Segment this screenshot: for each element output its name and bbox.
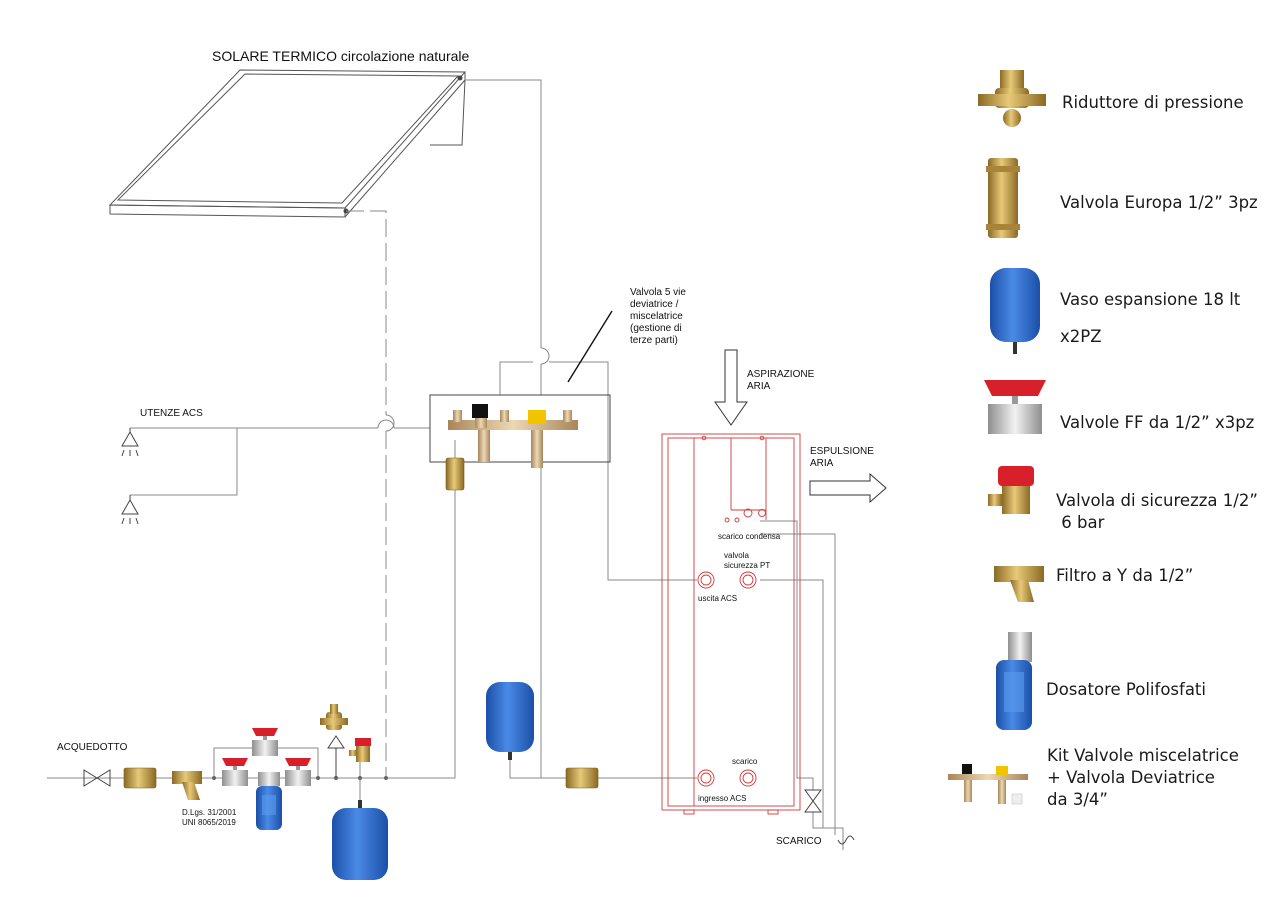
legend-item-expansion-vessel-qty: x2PZ: [1060, 326, 1102, 348]
valvola-pt-line: sicurezza PT: [724, 561, 771, 570]
check-valve-icon: [123, 767, 157, 789]
y-filter-icon: [994, 566, 1044, 602]
aspirazione-label: ASPIRAZIONE ARIA: [747, 369, 814, 393]
valve5-label-line: miscelatrice: [630, 311, 683, 322]
expansion-vessel-icon: [990, 268, 1040, 354]
pressure-reducer-icon: [320, 704, 348, 730]
safety-valve-icon: [349, 738, 371, 762]
shower-head-icon: [121, 428, 139, 457]
ball-valve-icon: [984, 380, 1046, 434]
legend-item-pressure-reducer: Riduttore di pressione: [1062, 92, 1244, 114]
valve-kit-icon: [948, 764, 1028, 805]
shower-head-icon: [121, 495, 139, 525]
polyphosphate-dosing-icon: [256, 772, 282, 830]
expansion-vessel-icon: [486, 682, 534, 760]
valve5-label-line: (gestione di: [630, 323, 682, 334]
legend-item-check-valve: Valvola Europa 1/2” 3pz: [1060, 192, 1258, 214]
legend-label: + Valvola Deviatrice: [1047, 768, 1215, 787]
scarico-main-label: SCARICO: [776, 836, 822, 847]
legend-label: Kit Valvole miscelatrice: [1047, 746, 1239, 765]
valve5-label: Valvola 5 vie deviatrice / miscelatrice …: [630, 287, 686, 347]
valve5-label-line: terze parti): [630, 335, 678, 346]
valve5-label-line: Valvola 5 vie: [630, 287, 686, 298]
solar-collector: [108, 69, 467, 218]
pipes: [47, 79, 844, 850]
legend-label: Valvola Europa 1/2” 3pz: [1060, 193, 1258, 212]
collector-fitting-icon: [457, 75, 463, 81]
scarico-condensa-label: scarico condensa: [718, 532, 781, 541]
legend-item-y-filter: Filtro a Y da 1/2”: [1056, 565, 1193, 587]
polyphosphate-dosing-icon: [996, 632, 1032, 730]
valve5-label-line: deviatrice /: [630, 299, 679, 310]
safety-valve-icon: [988, 466, 1034, 514]
espulsione-label: ESPULSIONE ARIA: [810, 446, 874, 470]
y-filter-icon: [172, 771, 202, 800]
ball-valve-icon: [285, 758, 311, 786]
valve-box: [429, 394, 611, 463]
espulsione-line: ARIA: [810, 458, 834, 469]
legend-label: Vaso espansione 18 lt: [1060, 290, 1241, 309]
diagram-title: SOLARE TERMICO circolazione naturale: [212, 48, 469, 64]
drain-trap-icon: [837, 835, 855, 845]
utenze-label: UTENZE ACS: [140, 408, 203, 419]
legend-label: Riduttore di pressione: [1062, 93, 1244, 112]
legend-label: 6 bar: [1056, 513, 1105, 532]
aspirazione-line: ARIA: [747, 381, 771, 392]
check-valve-icon: [445, 457, 465, 491]
leader-line: [567, 310, 613, 383]
legend-label: Valvola di sicurezza 1/2”: [1056, 491, 1258, 510]
check-valve-icon: [565, 767, 599, 789]
heat-pump-water-heater: [661, 433, 801, 815]
aspirazione-line: ASPIRAZIONE: [747, 369, 815, 380]
legend-label: Valvole FF da 1/2” x3pz: [1060, 413, 1255, 432]
legend-item-ball-valve: Valvole FF da 1/2” x3pz: [1060, 412, 1254, 434]
legend-label: Filtro a Y da 1/2”: [1056, 566, 1194, 585]
norme-line: UNI 8065/2019: [182, 818, 236, 827]
drain-valve-icon: [804, 789, 822, 813]
pressure-reducer-icon: [978, 70, 1046, 127]
acquedotto-label: ACQUEDOTTO: [57, 742, 128, 753]
norme-label: D.Lgs. 31/2001 UNI 8065/2019: [182, 808, 236, 828]
gate-valve-icon: [83, 769, 111, 787]
espulsione-line: ESPULSIONE: [810, 446, 874, 457]
ingresso-acs-label: ingresso ACS: [698, 794, 747, 803]
legend-item-safety-valve: Valvola di sicurezza 1/2” 6 bar: [1056, 490, 1258, 534]
expansion-vessel-icon: [332, 800, 388, 880]
legend-label: da 3/4”: [1047, 790, 1108, 809]
check-valve-icon: [986, 158, 1020, 238]
legend-label: Dosatore Polifosfati: [1046, 680, 1206, 699]
scarico-small-label: scarico: [732, 757, 758, 766]
air-exhaust-arrow-icon: [809, 472, 887, 504]
title-bold: SOLARE TERMICO: [212, 48, 337, 64]
legend-label: x2PZ: [1060, 327, 1102, 346]
uscita-acs-label: uscita ACS: [698, 594, 738, 603]
legend-item-dosing: Dosatore Polifosfati: [1046, 679, 1206, 701]
title-rest: circolazione naturale: [337, 48, 470, 64]
relief-valve-symbol-icon: [327, 735, 345, 778]
ball-valve-icon: [252, 728, 278, 756]
valve-kit-icon: [448, 404, 578, 468]
air-intake-arrow-icon: [714, 349, 748, 426]
ball-valve-icon: [222, 758, 248, 786]
legend-item-valve-kit: Kit Valvole miscelatrice + Valvola Devia…: [1047, 745, 1239, 811]
legend-item-expansion-vessel: Vaso espansione 18 lt: [1060, 289, 1240, 311]
valvola-pt-line: valvola: [724, 551, 749, 560]
norme-line: D.Lgs. 31/2001: [182, 808, 237, 817]
valvola-pt-label: valvola sicurezza PT: [724, 551, 770, 571]
